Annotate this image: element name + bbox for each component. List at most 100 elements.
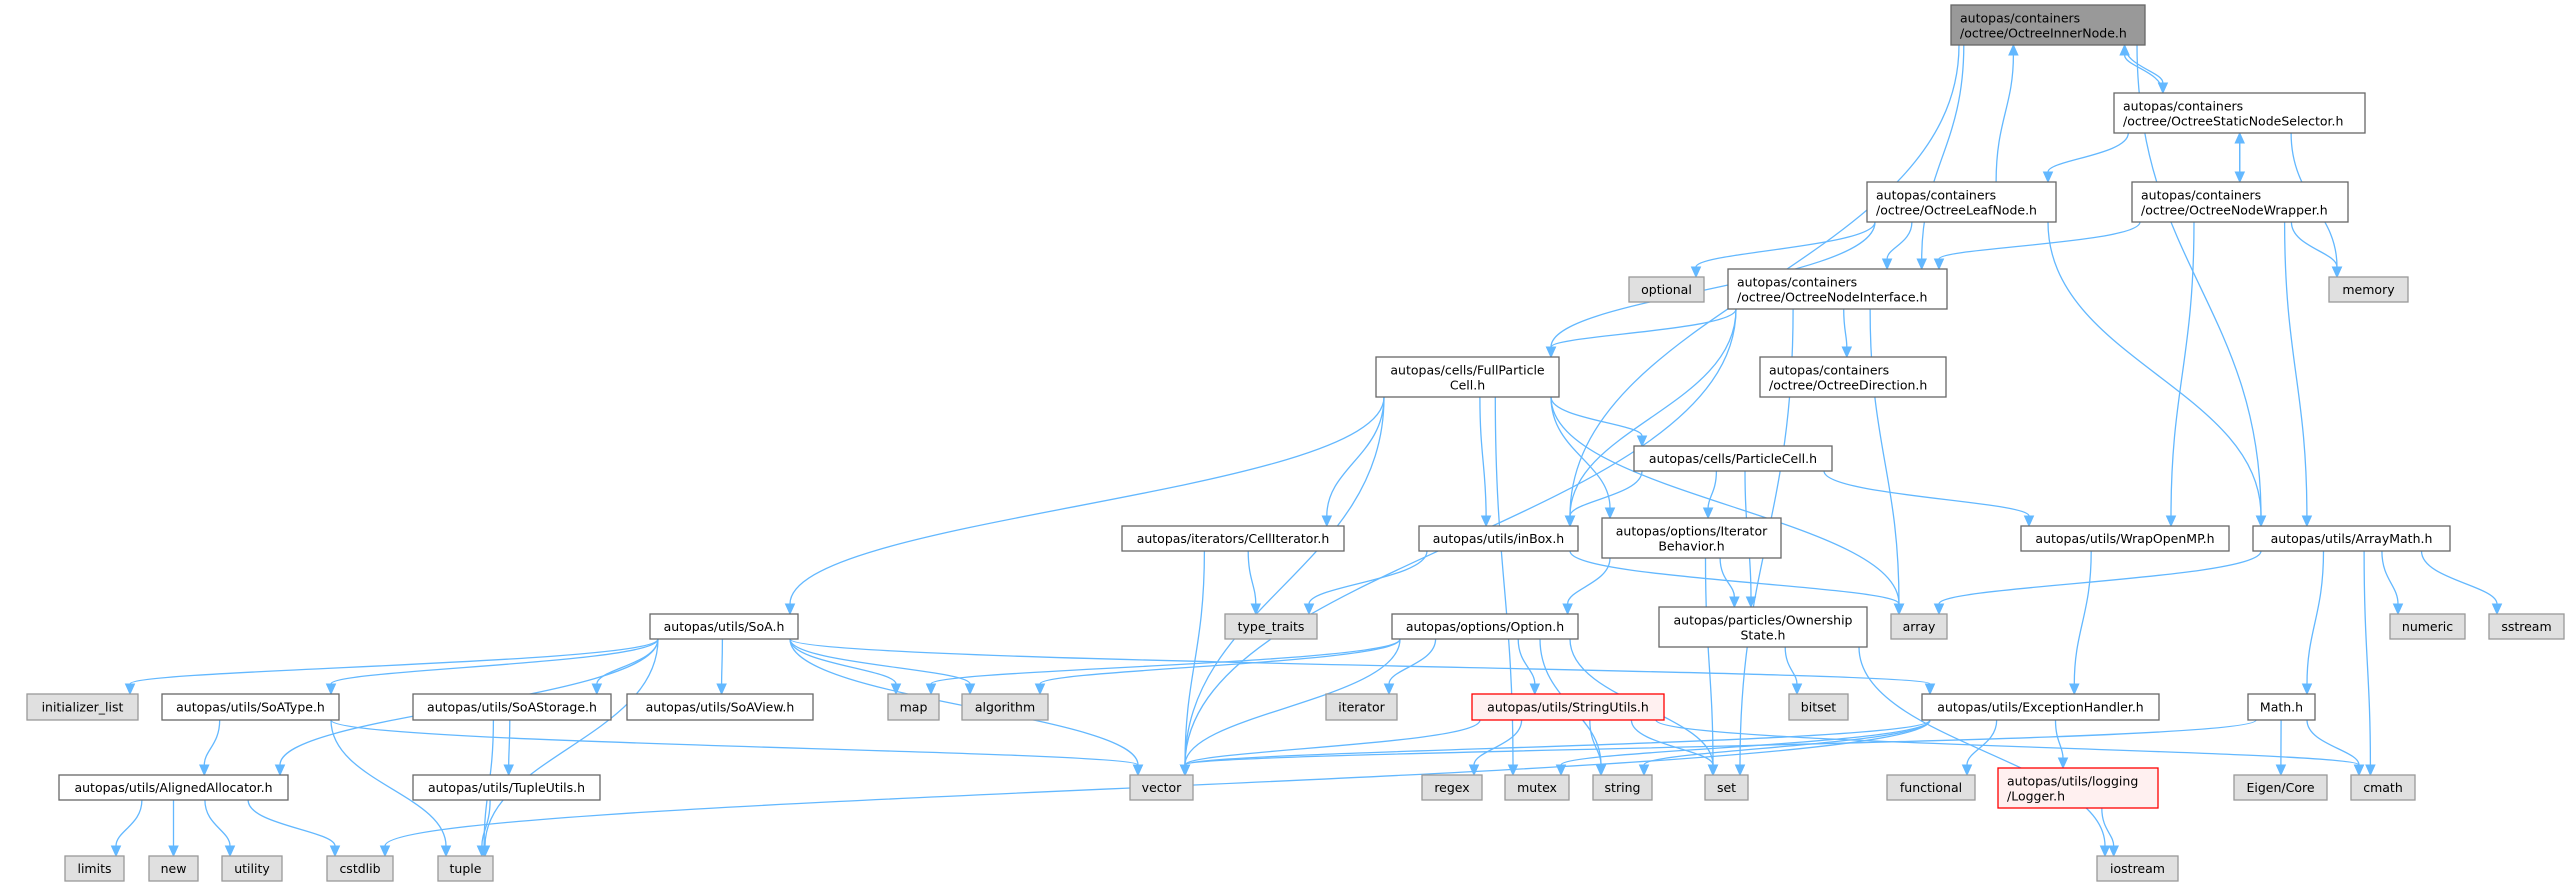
node-wrapomp[interactable]: autopas/utils/WrapOpenMP.h xyxy=(2020,525,2230,552)
node-optional: optional xyxy=(1628,276,1705,303)
arrowhead-icon xyxy=(1529,683,1541,696)
node-soastorage[interactable]: autopas/utils/SoAStorage.h xyxy=(412,693,612,721)
node-label: autopas/iterators/CellIterator.h xyxy=(1137,531,1330,546)
edge-aligned-to-cstdlib xyxy=(247,799,336,847)
edge-fpc-to-iterbeh xyxy=(1550,396,1611,509)
node-math[interactable]: Math.h xyxy=(2247,693,2316,721)
arrowhead-icon xyxy=(1132,764,1144,777)
arrowhead-icon xyxy=(325,683,337,696)
edge-math-to-vector xyxy=(1184,719,2257,766)
edge-logger-to-iostream xyxy=(2101,807,2115,847)
edge-stringutils-to-regex xyxy=(1473,719,1523,766)
edge-exc-to-string xyxy=(1643,719,1931,766)
node-regex: regex xyxy=(1421,774,1483,801)
node-box xyxy=(1592,774,1653,801)
node-box xyxy=(2247,693,2316,721)
node-box xyxy=(2488,613,2565,640)
node-main[interactable]: autopas/containers/octree/OctreeInnerNod… xyxy=(1950,4,2146,46)
node-logger[interactable]: autopas/utils/logging/Logger.h xyxy=(1997,767,2159,809)
edge-pcell-to-inbox xyxy=(1569,470,1643,517)
edge-iterbeh-to-ownership xyxy=(1719,557,1736,598)
node-arraymath[interactable]: autopas/utils/ArrayMath.h xyxy=(2252,525,2451,552)
node-box xyxy=(26,693,139,721)
edge-option-to-map xyxy=(930,638,1401,685)
node-label: /octree/OctreeNodeWrapper.h xyxy=(2141,203,2328,218)
node-dir[interactable]: autopas/containers/octree/OctreeDirectio… xyxy=(1759,356,1947,398)
node-label: autopas/utils/WrapOpenMP.h xyxy=(2035,531,2214,546)
node-box xyxy=(2233,774,2328,801)
node-exc[interactable]: autopas/utils/ExceptionHandler.h xyxy=(1921,693,2160,721)
node-celliter[interactable]: autopas/iterators/CellIterator.h xyxy=(1121,525,1345,552)
node-box xyxy=(2252,525,2451,552)
node-inbox[interactable]: autopas/utils/inBox.h xyxy=(1418,525,1579,552)
node-aligned[interactable]: autopas/utils/AlignedAllocator.h xyxy=(58,774,289,801)
edge-option-to-algorithm xyxy=(1039,638,1401,685)
arrowhead-icon xyxy=(274,764,286,777)
edge-wrapper-to-wrapomp xyxy=(2170,221,2195,517)
node-selector[interactable]: autopas/containers/octree/OctreeStaticNo… xyxy=(2113,92,2366,134)
node-box xyxy=(1633,445,1833,472)
node-box xyxy=(1788,693,1849,721)
node-soaview[interactable]: autopas/utils/SoAView.h xyxy=(626,693,814,721)
node-box xyxy=(1121,525,1345,552)
node-tupleutils[interactable]: autopas/utils/TupleUtils.h xyxy=(412,774,601,801)
node-label: array xyxy=(1903,619,1936,634)
node-iostream: iostream xyxy=(2096,855,2179,882)
arrowhead-icon xyxy=(2353,764,2365,777)
node-limits: limits xyxy=(64,855,125,882)
arrowhead-icon xyxy=(1034,683,1046,696)
edge-stringutils-to-vector xyxy=(1184,719,1481,766)
node-wrapper[interactable]: autopas/containers/octree/OctreeNodeWrap… xyxy=(2131,181,2349,223)
arrowhead-icon xyxy=(1383,683,1395,696)
arrowhead-icon xyxy=(1321,515,1333,528)
node-label: /Logger.h xyxy=(2007,789,2065,804)
edge-soa-to-soatype xyxy=(330,638,659,685)
node-label: cmath xyxy=(2363,780,2403,795)
node-label: autopas/utils/inBox.h xyxy=(1433,531,1564,546)
arrowhead-icon xyxy=(1916,258,1927,271)
node-soa[interactable]: autopas/utils/SoA.h xyxy=(649,613,799,640)
node-box xyxy=(437,855,494,882)
node-box xyxy=(1375,356,1560,398)
node-leaf[interactable]: autopas/containers/octree/OctreeLeafNode… xyxy=(1866,181,2057,223)
edge-soatype-to-tuple xyxy=(330,719,447,847)
arrowhead-icon xyxy=(591,683,603,696)
edge-option-to-iterator xyxy=(1388,638,1437,685)
arrowhead-icon xyxy=(784,603,796,616)
node-label: new xyxy=(161,861,187,876)
edge-iface-to-dir xyxy=(1843,308,1848,348)
node-box xyxy=(1418,525,1579,552)
arrowhead-icon xyxy=(1961,764,1973,777)
node-box xyxy=(1759,356,1947,398)
arrowhead-icon xyxy=(2234,131,2245,144)
arrowhead-icon xyxy=(199,764,210,777)
edge-stringutils-to-string xyxy=(1589,719,1602,766)
edge-ownership-to-iostream xyxy=(1858,646,2106,847)
node-soatype[interactable]: autopas/utils/SoAType.h xyxy=(161,693,340,721)
node-label: bitset xyxy=(1801,700,1837,715)
node-box xyxy=(1224,613,1318,640)
edge-main-to-iface xyxy=(1921,44,1965,260)
arrowhead-icon xyxy=(110,845,122,858)
node-iface[interactable]: autopas/containers/octree/OctreeNodeInte… xyxy=(1727,268,1948,310)
node-typetraits: type_traits xyxy=(1224,613,1318,640)
arrowhead-icon xyxy=(1734,764,1746,777)
edge-exc-to-logger xyxy=(2054,719,2064,759)
node-label: autopas/utils/TupleUtils.h xyxy=(428,780,585,795)
node-stringutils[interactable]: autopas/utils/StringUtils.h xyxy=(1471,693,1665,721)
node-tuple: tuple xyxy=(437,855,494,882)
arrowhead-icon xyxy=(1745,596,1757,609)
node-label: autopas/containers xyxy=(1960,11,2080,26)
node-option[interactable]: autopas/options/Option.h xyxy=(1391,613,1579,640)
node-pcell[interactable]: autopas/cells/ParticleCell.h xyxy=(1633,445,1833,472)
node-box xyxy=(161,693,340,721)
edge-leaf-to-fpc xyxy=(1550,221,1876,348)
node-label: autopas/utils/AlignedAllocator.h xyxy=(74,780,272,795)
node-initlist: initializer_list xyxy=(26,693,139,721)
node-label: autopas/options/Option.h xyxy=(1406,619,1564,634)
node-label: autopas/containers xyxy=(1737,275,1857,290)
